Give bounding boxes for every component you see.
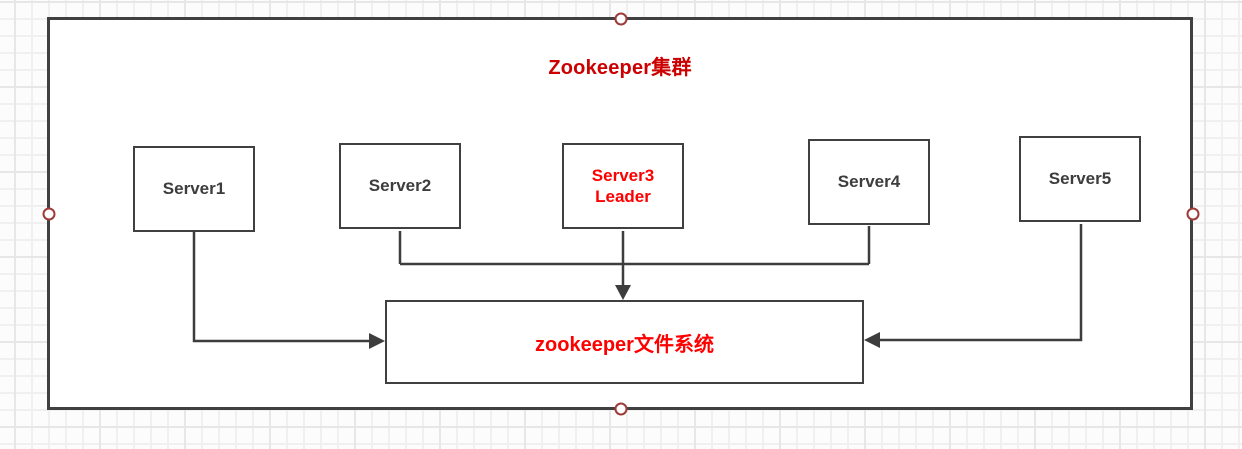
server1-label: Server1 xyxy=(162,179,226,198)
server3-label: Server3 xyxy=(591,165,655,185)
filesystem-box[interactable]: zookeeper文件系统 xyxy=(385,300,864,384)
server1-box[interactable]: Server1 xyxy=(133,146,255,232)
server3-leader-sublabel: Leader xyxy=(595,187,651,206)
server3-leader-box[interactable]: Server3 Leader xyxy=(562,143,684,229)
server5-label: Server5 xyxy=(1048,169,1112,188)
server4-label: Server4 xyxy=(837,172,901,191)
filesystem-label: zookeeper文件系统 xyxy=(535,333,714,356)
server2-box[interactable]: Server2 xyxy=(339,143,461,229)
server2-label: Server2 xyxy=(368,176,432,195)
cluster-title: Zookeeper集群 xyxy=(548,57,692,79)
server5-box[interactable]: Server5 xyxy=(1019,136,1141,222)
server4-box[interactable]: Server4 xyxy=(808,139,930,225)
